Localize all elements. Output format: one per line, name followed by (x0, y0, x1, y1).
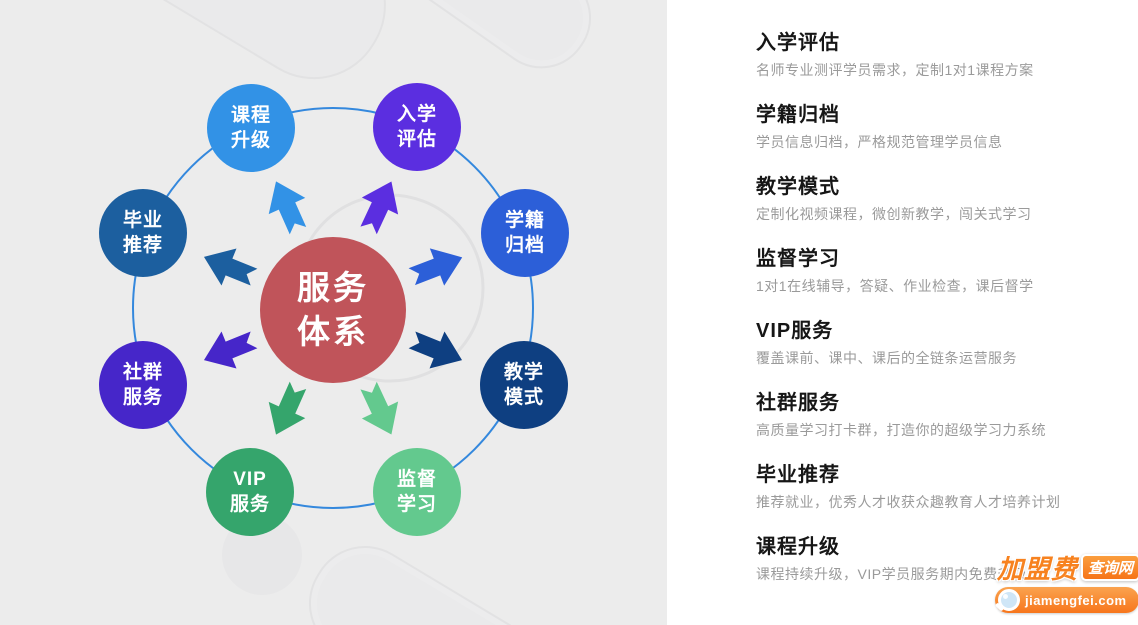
node-label: 社群 (122, 362, 163, 383)
center-label: 体系 (297, 313, 369, 350)
service-title: 社群服务 (756, 392, 840, 414)
watermark-domain-pill: jiamengfei.com (994, 587, 1138, 613)
service-title: 课程升级 (756, 536, 840, 558)
node-label: 推荐 (122, 235, 163, 256)
node-student-archive: 学籍 归档 (481, 189, 569, 277)
service-desc: 推荐就业，优秀人才收获众趣教育人才培养计划 (756, 494, 1061, 510)
node-course-upgrade: 课程 升级 (207, 84, 295, 172)
arrow-course-upgrade-icon (268, 181, 307, 235)
arrow-enrollment-assessment-icon (360, 181, 399, 235)
service-list-panel: 入学评估 名师专业测评学员需求，定制1对1课程方案 学籍归档 学员信息归档，严格… (667, 0, 1138, 625)
service-title: 教学模式 (756, 176, 840, 198)
node-supervised-learning: 监督 学习 (373, 448, 461, 536)
service-item-vip-service: VIP服务 覆盖课前、课中、课后的全链条运营服务 (756, 318, 1116, 368)
arrow-graduation-recommendation-icon (203, 248, 258, 286)
watermark-brand: 加盟费 (996, 554, 1078, 584)
service-item-teaching-mode: 教学模式 定制化视频课程，微创新教学，闯关式学习 (756, 174, 1116, 224)
arrow-community-service-icon (203, 331, 258, 369)
watermark: 加盟费 查询网 jiamengfei.com (994, 549, 1138, 613)
service-desc: 定制化视频课程，微创新教学，闯关式学习 (756, 206, 1032, 222)
service-desc: 名师专业测评学员需求，定制1对1课程方案 (756, 62, 1034, 78)
node-label: 学习 (396, 494, 437, 515)
arrow-teaching-mode-icon (408, 331, 463, 369)
center-label: 服务 (297, 269, 369, 306)
node-label: 升级 (230, 130, 271, 151)
node-label: 归档 (504, 235, 545, 256)
node-label: 评估 (396, 129, 437, 150)
arrow-vip-service-icon (268, 381, 307, 435)
node-graduation-recommendation: 毕业 推荐 (99, 189, 187, 277)
node-label: 毕业 (122, 210, 163, 231)
service-desc: 高质量学习打卡群，打造你的超级学习力系统 (756, 422, 1046, 438)
service-title: 入学评估 (756, 32, 840, 54)
node-label: 服务 (229, 494, 270, 515)
service-desc: 1对1在线辅导，答疑、作业检查，课后督学 (756, 278, 1034, 294)
node-service-system-center: 服务 体系 (260, 237, 406, 383)
service-item-enrollment-assessment: 入学评估 名师专业测评学员需求，定制1对1课程方案 (756, 30, 1116, 80)
service-item-supervised-learning: 监督学习 1对1在线辅导，答疑、作业检查，课后督学 (756, 246, 1116, 296)
service-item-course-upgrade: 课程升级 课程持续升级，VIP学员服务期内免费升级 (756, 534, 1116, 584)
watermark-title-row: 加盟费 查询网 (997, 549, 1138, 586)
node-enrollment-assessment: 入学 评估 (373, 83, 461, 171)
service-title: 监督学习 (756, 248, 840, 270)
node-label: 监督 (396, 469, 437, 490)
node-community-service: 社群 服务 (99, 341, 187, 429)
service-desc: 覆盖课前、课中、课后的全链条运营服务 (756, 350, 1017, 366)
service-item-graduation-recommendation: 毕业推荐 推荐就业，优秀人才收获众趣教育人才培养计划 (756, 462, 1116, 512)
node-label: 服务 (122, 387, 163, 408)
node-label: 模式 (503, 387, 544, 408)
service-item-student-archive: 学籍归档 学员信息归档，严格规范管理学员信息 (756, 102, 1116, 152)
connector-ring (132, 107, 534, 509)
arrow-supervised-learning-icon (360, 381, 399, 435)
node-label: 学籍 (504, 210, 545, 231)
magnifier-icon (997, 589, 1020, 611)
node-label: VIP (233, 469, 267, 490)
service-item-community-service: 社群服务 高质量学习打卡群，打造你的超级学习力系统 (756, 390, 1116, 440)
node-vip-service: VIP 服务 (206, 448, 294, 536)
service-title: 学籍归档 (756, 104, 840, 126)
arrow-student-archive-icon (408, 248, 463, 286)
diagram-panel: 入学 评估 学籍 归档 教学 模式 监督 学习 VIP 服务 社群 服务 毕业 … (0, 0, 667, 625)
watermark-domain: jiamengfei.com (1024, 592, 1127, 608)
service-title: VIP服务 (756, 320, 834, 342)
service-desc: 课程持续升级，VIP学员服务期内免费升级 (756, 566, 1027, 582)
node-teaching-mode: 教学 模式 (480, 341, 568, 429)
node-label: 课程 (230, 105, 271, 126)
service-title: 毕业推荐 (756, 464, 840, 486)
node-label: 入学 (396, 104, 437, 125)
watermark-site-badge: 查询网 (1080, 554, 1138, 581)
service-desc: 学员信息归档，严格规范管理学员信息 (756, 134, 1003, 150)
diagram-canvas (132, 107, 534, 509)
node-label: 教学 (503, 362, 544, 383)
service-list: 入学评估 名师专业测评学员需求，定制1对1课程方案 学籍归档 学员信息归档，严格… (756, 30, 1116, 606)
